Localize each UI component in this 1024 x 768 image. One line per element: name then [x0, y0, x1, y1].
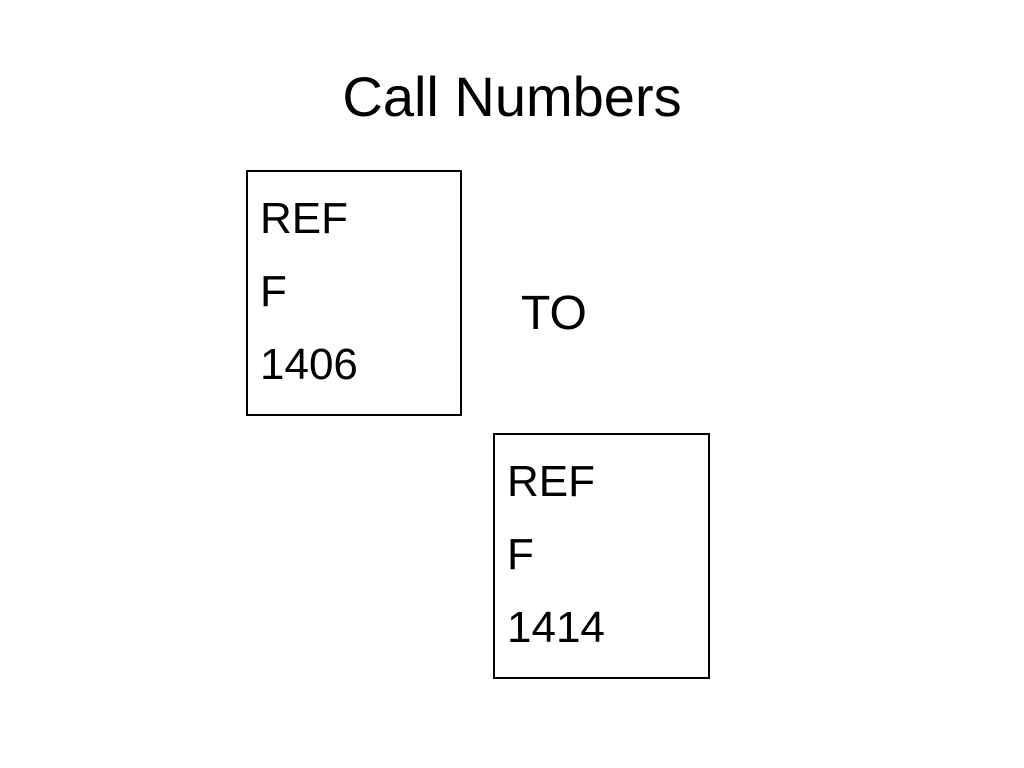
start-call-number-label: REF F 1406	[246, 170, 462, 416]
start-collection-code: REF	[260, 194, 348, 243]
start-class-letter: F	[260, 267, 287, 316]
end-class-number: 1414	[507, 603, 605, 652]
range-connector: TO	[521, 287, 587, 340]
end-class-letter: F	[507, 530, 534, 579]
slide-title: Call Numbers	[342, 65, 682, 128]
end-call-number-label: REF F 1414	[493, 433, 710, 679]
start-class-number: 1406	[260, 340, 358, 389]
end-collection-code: REF	[507, 457, 595, 506]
